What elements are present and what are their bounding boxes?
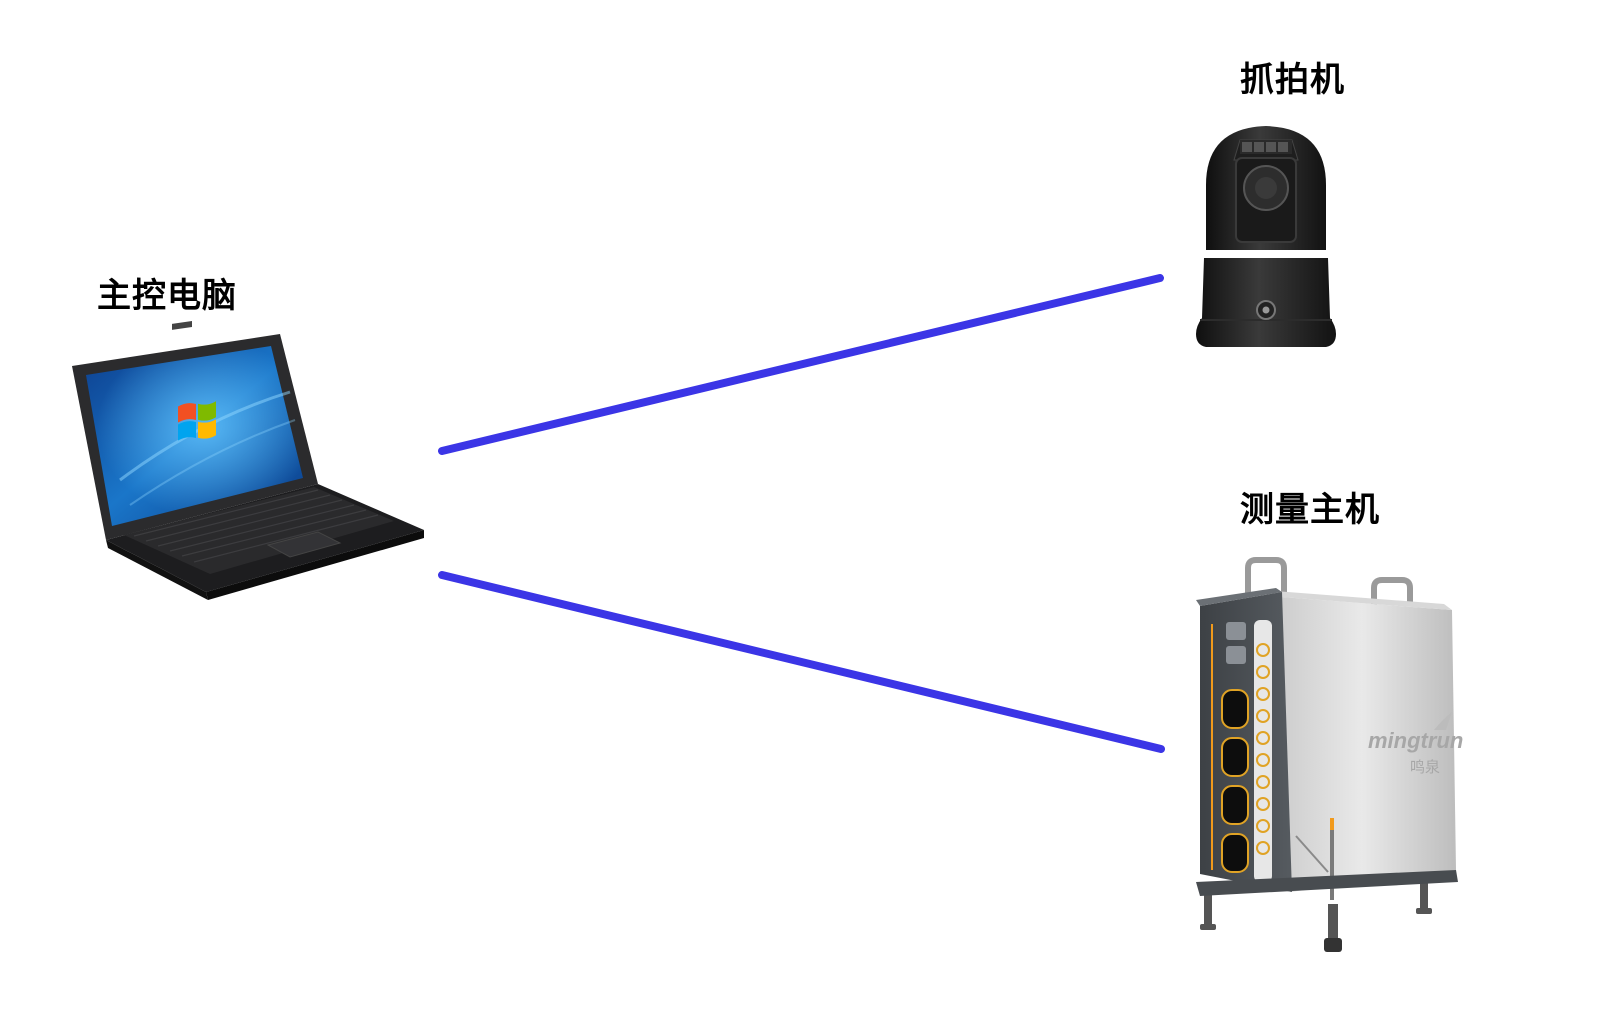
camera-label: 抓拍机	[1240, 60, 1345, 100]
host-label: 测量主机	[1240, 490, 1380, 530]
laptop-label: 主控电脑	[97, 276, 237, 316]
connection-lines	[438, 274, 1165, 753]
host-device-icon: mingtrun 鸣泉	[1196, 557, 1463, 952]
link-laptop-host	[438, 571, 1165, 753]
link-laptop-camera	[438, 274, 1164, 455]
brand-logo-text-cn: 鸣泉	[1410, 758, 1440, 776]
camera-icon	[1196, 126, 1336, 347]
brand-logo-text: mingtrun	[1368, 728, 1463, 753]
laptop-icon	[72, 321, 424, 600]
